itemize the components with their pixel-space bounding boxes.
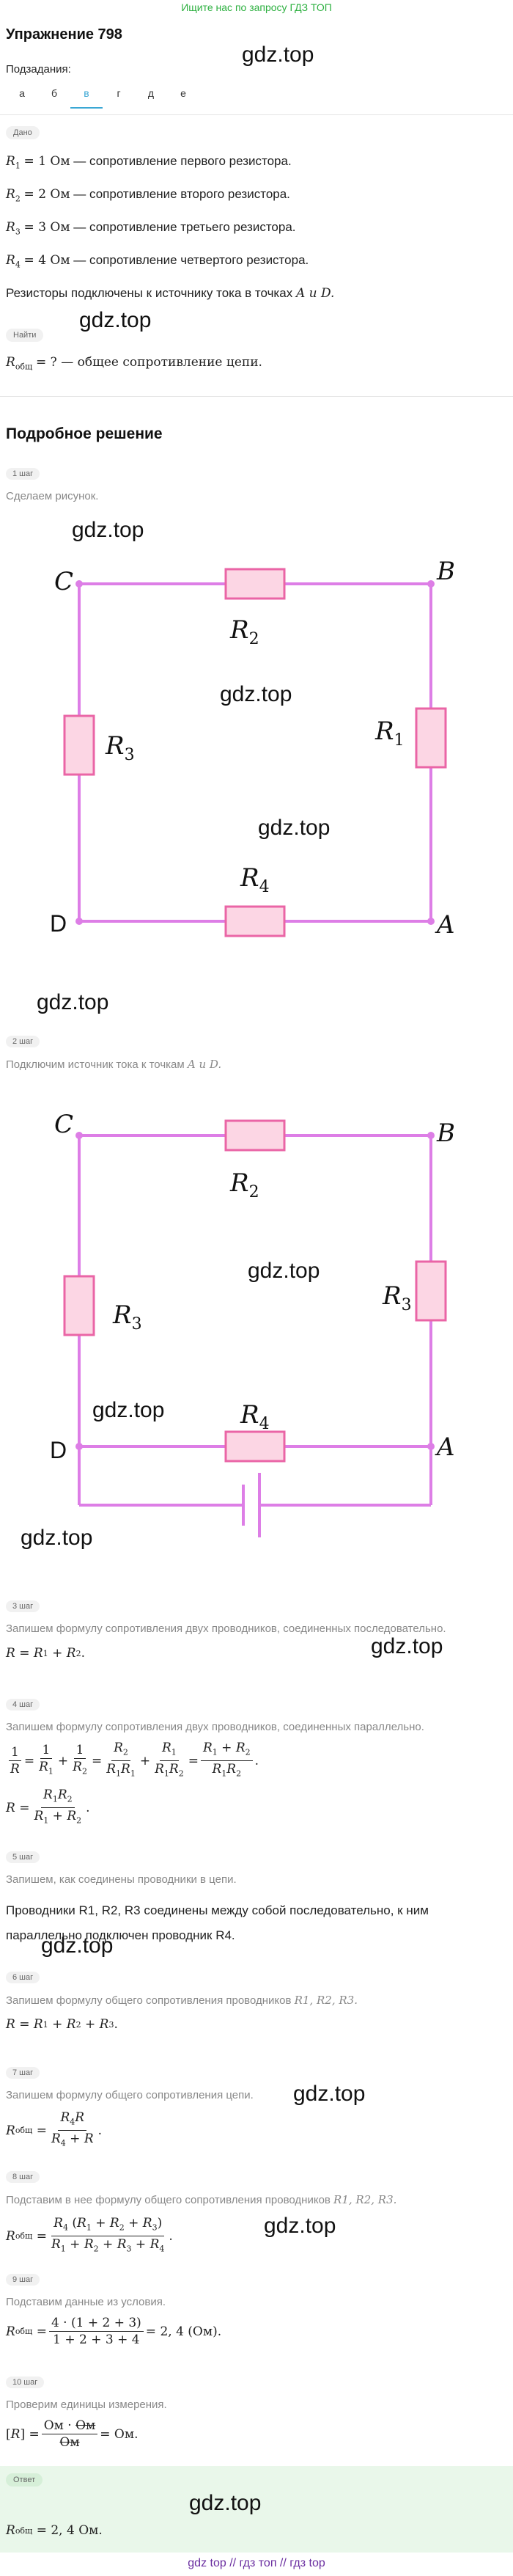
resistor-r3 — [415, 1260, 447, 1322]
resistor-label-r3: R3 — [112, 1300, 142, 1333]
resistor-r2 — [224, 568, 286, 600]
given-badge: Дано — [6, 126, 40, 139]
watermark: gdz.top — [21, 1526, 93, 1550]
step-text: Подставим в нее формулу общего сопротивл… — [6, 2193, 397, 2206]
node-label-b: B — [436, 1119, 455, 1148]
watermark: gdz.top — [79, 308, 152, 332]
step-badge: 1 шаг — [6, 468, 40, 480]
resistor-r2 — [224, 1119, 286, 1152]
node-label-a: A — [435, 1432, 455, 1462]
watermark: gdz.top — [220, 682, 292, 706]
resistor-r3-left — [63, 1275, 95, 1336]
divider — [0, 114, 513, 115]
resistor-label-r4: R4 — [240, 1400, 270, 1433]
resistor-label-r3: R3 — [105, 731, 135, 764]
find-badge: Найти — [6, 329, 44, 342]
tab-b[interactable]: б — [51, 87, 58, 99]
step-text: Запишем формулу сопротивления двух прово… — [6, 1622, 446, 1635]
step-text: Запишем формулу общего сопротивления про… — [6, 1994, 358, 2007]
divider — [0, 396, 513, 397]
battery-icon — [242, 1473, 261, 1537]
resistor-label-r2: R2 — [229, 1168, 259, 1201]
given-note: Резисторы подключены к источнику тока в … — [6, 286, 335, 301]
given-line-3: R3 = 3 Ом — сопротивление третьего резис… — [6, 220, 296, 237]
resistor-label-r2: R2 — [229, 615, 259, 648]
answer-box — [0, 2466, 513, 2553]
node-label-c: C — [54, 1110, 73, 1139]
watermark: gdz.top — [189, 2491, 262, 2515]
tab-e[interactable]: е — [180, 87, 186, 99]
step5-statement: Проводники R1, R2, R3 соединены между со… — [6, 1903, 429, 1942]
step-text: Проверим единицы измерения. — [6, 2398, 167, 2411]
watermark: gdz.top — [293, 2082, 366, 2106]
step-text: Запишем, как соединены проводники в цепи… — [6, 1873, 237, 1886]
watermark: gdz.top — [242, 43, 314, 67]
subtasks-label: Подзадания: — [6, 63, 71, 76]
subtask-tabs: а б в г д е — [6, 82, 199, 109]
step-text: Запишем формулу сопротивления двух прово… — [6, 1721, 424, 1733]
tab-v[interactable]: в — [70, 82, 103, 109]
bottom-links[interactable]: gdz top // гдз топ // гдз top — [188, 2557, 325, 2569]
step-badge: 3 шаг — [6, 1600, 40, 1612]
node-label-d: D — [50, 1437, 67, 1463]
circuit-diagram-2: C B A R2 R3 R3 R4 D — [50, 1110, 455, 1537]
resistor-r4 — [224, 905, 286, 937]
watermark: gdz.top — [258, 816, 331, 840]
tab-g[interactable]: г — [117, 87, 121, 99]
tab-a[interactable]: а — [19, 87, 25, 99]
step-badge: 7 шаг — [6, 2067, 40, 2079]
node-label-d: D — [50, 910, 67, 937]
resistor-label-r1: R1 — [374, 717, 405, 750]
step-text: Подключим источник тока к точкам A и D. — [6, 1058, 222, 1071]
step-badge: 9 шаг — [6, 2274, 40, 2286]
step-badge: 10 шаг — [6, 2376, 45, 2388]
given-line-1: R1 = 1 Ом — сопротивление первого резист… — [6, 154, 292, 171]
node-label-b: B — [436, 557, 455, 586]
step-badge: 4 шаг — [6, 1699, 40, 1710]
tab-d[interactable]: д — [147, 87, 155, 99]
node-label-c: C — [54, 567, 73, 596]
given-line-4: R4 = 4 Ом — сопротивление четвертого рез… — [6, 253, 309, 270]
resistor-label-r3-right: R3 — [382, 1281, 412, 1314]
node-label-a: A — [435, 910, 455, 940]
watermark: gdz.top — [248, 1259, 320, 1283]
circuit-diagram-1: C B A R2 R1 R3 R4 D — [50, 557, 455, 940]
resistor-r4 — [224, 1430, 286, 1463]
top-banner[interactable]: Ищите нас по запросу ГДЗ ТОП — [181, 1, 332, 13]
step-badge: 8 шаг — [6, 2171, 40, 2183]
answer-badge: Ответ — [6, 2473, 43, 2487]
resistor-r1 — [415, 707, 447, 769]
watermark: gdz.top — [41, 1933, 114, 1958]
step-text: Сделаем рисунок. — [6, 490, 99, 502]
step-badge: 5 шаг — [6, 1851, 40, 1863]
resistor-label-r4: R4 — [240, 863, 270, 896]
step-text: Запишем формулу общего сопротивления цеп… — [6, 2089, 254, 2101]
step-text: Подставим данные из условия. — [6, 2296, 166, 2308]
given-line-2: R2 = 2 Ом — сопротивление второго резист… — [6, 187, 290, 204]
solution-title: Подробное решение — [6, 425, 163, 442]
step-badge: 2 шаг — [6, 1036, 40, 1047]
watermark: gdz.top — [264, 2214, 336, 2238]
step-badge: 6 шаг — [6, 1972, 40, 1983]
watermark: gdz.top — [72, 518, 144, 542]
watermark: gdz.top — [37, 990, 109, 1014]
resistor-r3 — [63, 714, 95, 776]
watermark: gdz.top — [371, 1634, 443, 1658]
find-line: Rобщ = ? — общее сопротивление цепи. — [6, 355, 262, 372]
page-title: Упражнение 798 — [6, 26, 122, 43]
watermark: gdz.top — [92, 1398, 165, 1422]
